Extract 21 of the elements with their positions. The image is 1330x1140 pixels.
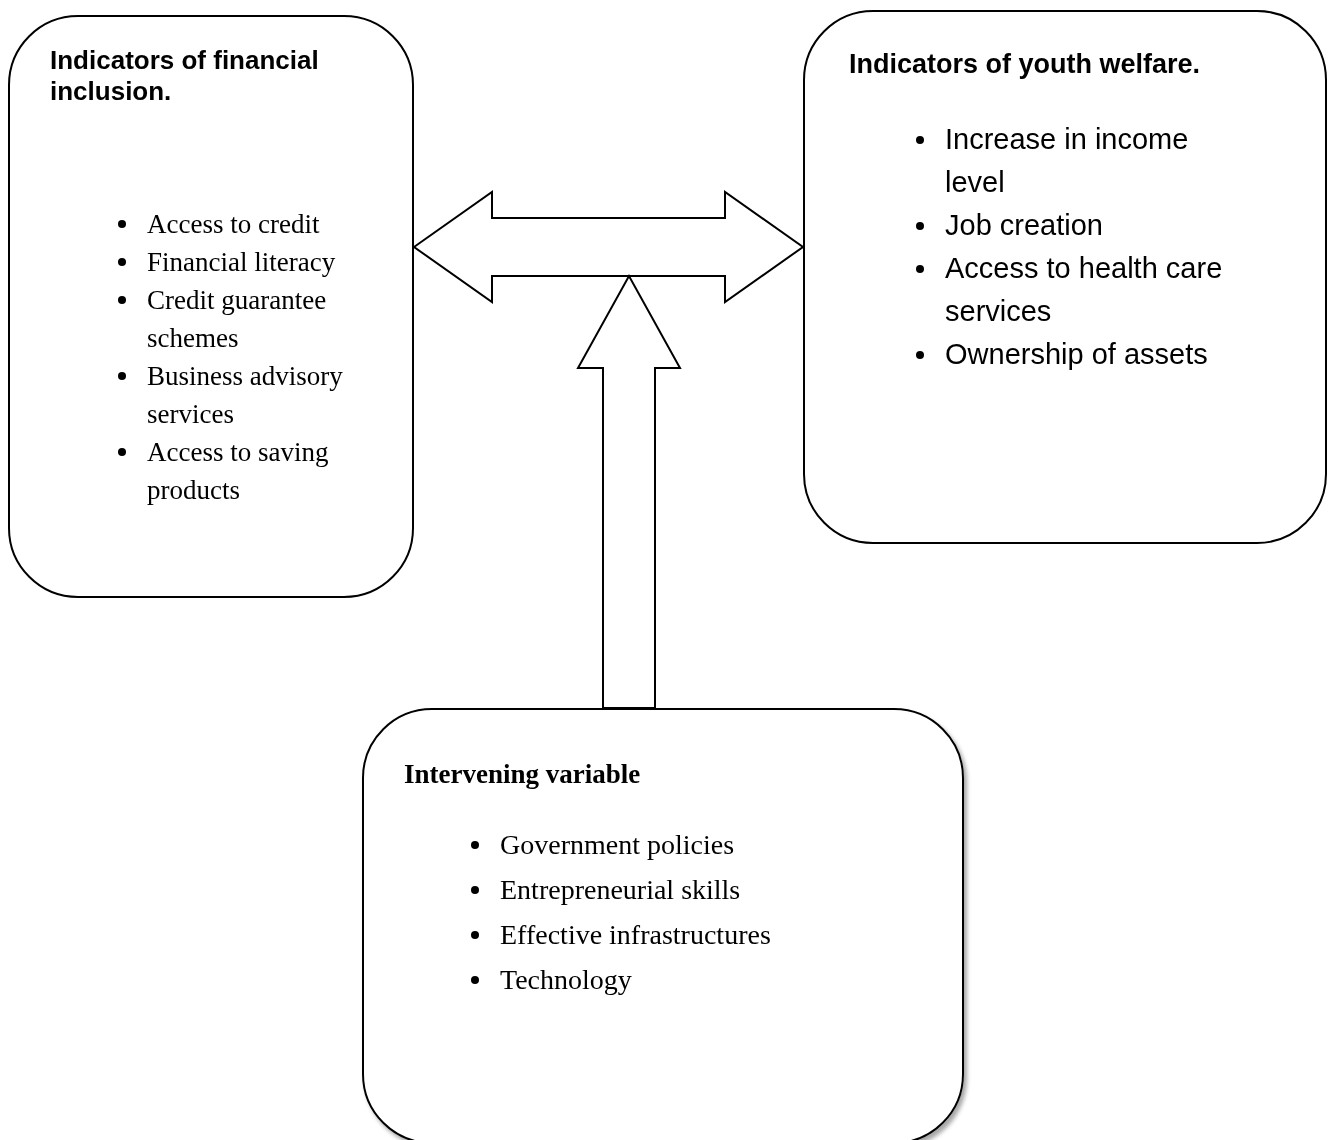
rounded-box <box>803 10 1327 544</box>
bullet-item: Effective infrastructures <box>500 919 771 950</box>
block-arrow <box>576 273 682 709</box>
bullet-item: Access to saving products <box>147 437 329 505</box>
bullet-item: Business advisory services <box>147 361 343 429</box>
bullet-item: Increase in income level <box>945 123 1189 198</box>
bullet-item: Access to credit <box>147 209 320 239</box>
bullet-item: Access to health care services <box>945 252 1223 327</box>
bullet-item: Ownership of assets <box>945 338 1208 370</box>
bullet-item: Government policies <box>500 829 735 860</box>
rounded-box <box>8 15 414 598</box>
box-heading: Intervening variable <box>404 758 642 791</box>
bullet-item: Technology <box>500 964 632 995</box>
bullet-item: Credit guarantee schemes <box>147 285 327 353</box>
bullet-item: Job creation <box>945 209 1103 241</box>
box-heading: Indicators of youth welfare. <box>849 48 1202 81</box>
block-arrow <box>412 190 805 304</box>
bullet-item: Financial literacy <box>147 247 336 277</box>
box-heading: Indicators of financial inclusion. <box>50 45 320 108</box>
bullet-item: Entrepreneurial skills <box>500 874 741 905</box>
rounded-box <box>362 708 964 1140</box>
